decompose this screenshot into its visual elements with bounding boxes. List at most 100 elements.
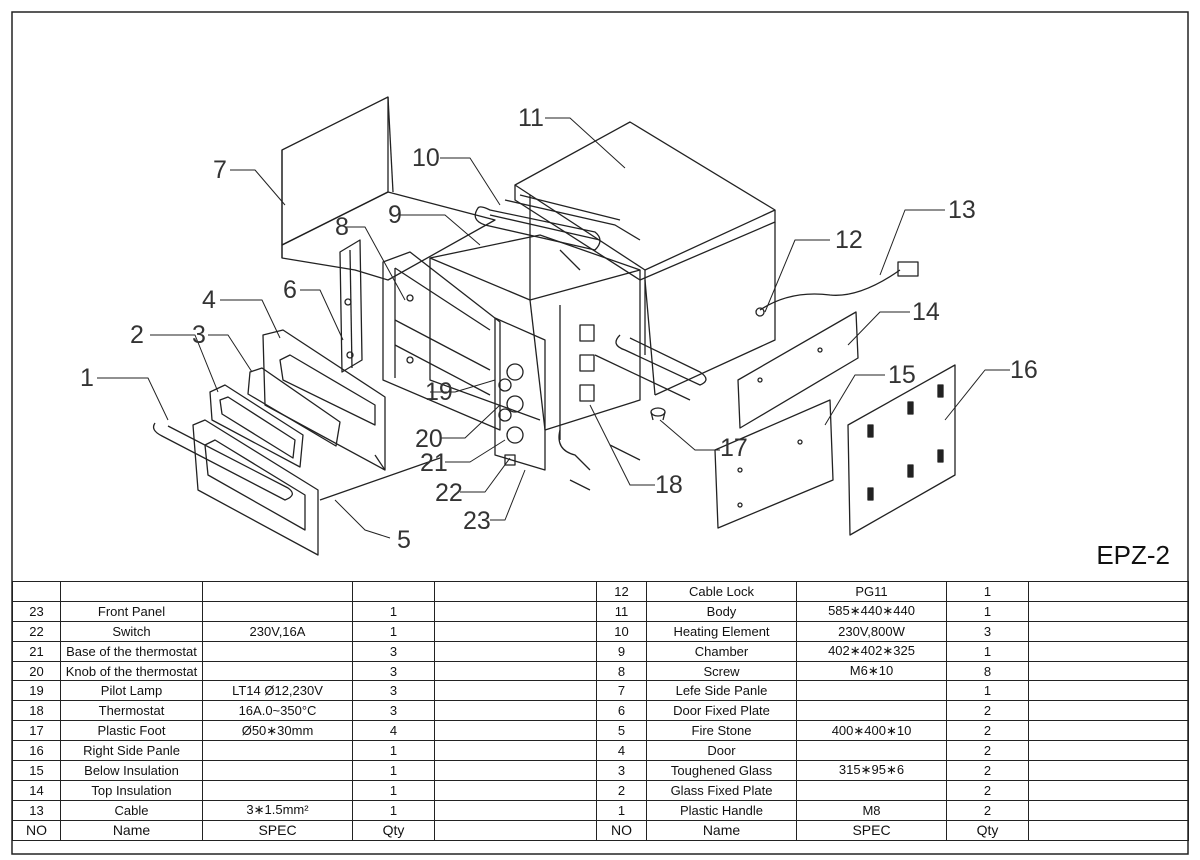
- part-qty-cell: 8: [946, 660, 1029, 682]
- part-qty-cell: 3: [352, 640, 435, 662]
- part-spec-cell: [202, 740, 353, 762]
- callout-11: 11: [518, 104, 544, 132]
- part-number-cell: 23: [12, 600, 61, 622]
- callout-17: 17: [720, 434, 748, 462]
- callout-18: 18: [655, 471, 683, 499]
- callout-3: 3: [192, 321, 206, 349]
- part-qty-cell: 1: [352, 740, 435, 762]
- part-name-cell: Knob of the thermostat: [60, 660, 203, 682]
- part-qty-cell: 1: [946, 640, 1029, 662]
- part-qty-cell: 2: [946, 799, 1029, 821]
- callout-10: 10: [412, 144, 440, 172]
- part-plastic-foot: [650, 407, 666, 421]
- blank-cell: [434, 819, 597, 841]
- part-name-cell: Glass Fixed Plate: [646, 779, 797, 801]
- part-door-fixed-plate: [339, 239, 363, 373]
- part-qty-cell: 1: [352, 779, 435, 801]
- part-number-cell: 8: [596, 660, 647, 682]
- blank-cell: [434, 620, 597, 642]
- part-spec-cell: 3∗1.5mm²: [202, 799, 353, 821]
- blank-cell: [1028, 680, 1189, 702]
- header-qty: Qty: [352, 819, 435, 841]
- callout-12: 12: [835, 226, 863, 254]
- callout-15: 15: [888, 361, 916, 389]
- part-name-cell: Base of the thermostat: [60, 640, 203, 662]
- part-number-cell: 5: [596, 720, 647, 742]
- part-number-cell: 13: [12, 799, 61, 821]
- callout-9: 9: [388, 201, 402, 229]
- part-name-cell: Door Fixed Plate: [646, 700, 797, 722]
- part-spec-cell: [796, 700, 947, 722]
- part-spec-cell: [202, 600, 353, 622]
- part-spec-cell: [202, 581, 353, 602]
- part-spec-cell: PG11: [796, 581, 947, 602]
- part-name-cell: Plastic Foot: [60, 720, 203, 742]
- part-number-cell: 11: [596, 600, 647, 622]
- blank-cell: [434, 680, 597, 702]
- blank-cell: [434, 720, 597, 742]
- part-spec-cell: 585∗440∗440: [796, 600, 947, 622]
- blank-cell: [434, 581, 597, 602]
- blank-cell: [1028, 660, 1189, 682]
- leader-lines: [97, 117, 1010, 539]
- part-number-cell: 7: [596, 680, 647, 702]
- blank-cell: [1028, 600, 1189, 622]
- header-no: NO: [596, 819, 647, 841]
- part-qty-cell: 2: [946, 720, 1029, 742]
- part-qty-cell: 2: [946, 779, 1029, 801]
- callout-20: 20: [415, 425, 443, 453]
- part-spec-cell: 230V,800W: [796, 620, 947, 642]
- part-qty-cell: 1: [946, 581, 1029, 602]
- part-name-cell: Pilot Lamp: [60, 680, 203, 702]
- part-number-cell: 21: [12, 640, 61, 662]
- part-spec-cell: Ø50∗30mm: [202, 720, 353, 742]
- part-number-cell: [12, 581, 61, 602]
- callout-1: 1: [80, 364, 94, 392]
- header-spec: SPEC: [796, 819, 947, 841]
- blank-cell: [1028, 740, 1189, 762]
- part-number-cell: 18: [12, 700, 61, 722]
- part-name-cell: Front Panel: [60, 600, 203, 622]
- callout-16: 16: [1010, 356, 1038, 384]
- model-number: EPZ-2: [1096, 540, 1170, 570]
- part-number-cell: 9: [596, 640, 647, 662]
- part-qty-cell: 1: [352, 799, 435, 821]
- callout-14: 14: [912, 298, 940, 326]
- part-number-cell: 20: [12, 660, 61, 682]
- part-heating-element-upper: [474, 194, 641, 271]
- blank-cell: [434, 640, 597, 662]
- part-name-cell: Chamber: [646, 640, 797, 662]
- callout-22: 22: [435, 479, 463, 507]
- part-name-cell: Cable Lock: [646, 581, 797, 602]
- part-spec-cell: 400∗400∗10: [796, 720, 947, 742]
- part-left-side-panel: [281, 96, 496, 281]
- part-number-cell: 1: [596, 799, 647, 821]
- sheet-border: [11, 11, 1189, 855]
- part-top-insulation: [737, 311, 859, 429]
- part-name-cell: Switch: [60, 620, 203, 642]
- part-number-cell: 4: [596, 740, 647, 762]
- callout-8: 8: [335, 213, 349, 241]
- part-name-cell: Toughened Glass: [646, 760, 797, 781]
- part-door: [262, 329, 386, 471]
- part-name-cell: Lefe Side Panle: [646, 680, 797, 702]
- part-number-cell: 6: [596, 700, 647, 722]
- part-name-cell: Screw: [646, 660, 797, 682]
- part-spec-cell: [202, 640, 353, 662]
- part-number-cell: 15: [12, 760, 61, 781]
- part-spec-cell: LT14 Ø12,230V: [202, 680, 353, 702]
- part-glass-fixed-plate: [209, 384, 304, 468]
- callout-21: 21: [420, 449, 448, 477]
- callout-13: 13: [948, 196, 976, 224]
- header-name: Name: [60, 819, 203, 841]
- part-number-cell: 14: [12, 779, 61, 801]
- part-spec-cell: 402∗402∗325: [796, 640, 947, 662]
- part-qty-cell: 3: [352, 680, 435, 702]
- blank-cell: [434, 700, 597, 722]
